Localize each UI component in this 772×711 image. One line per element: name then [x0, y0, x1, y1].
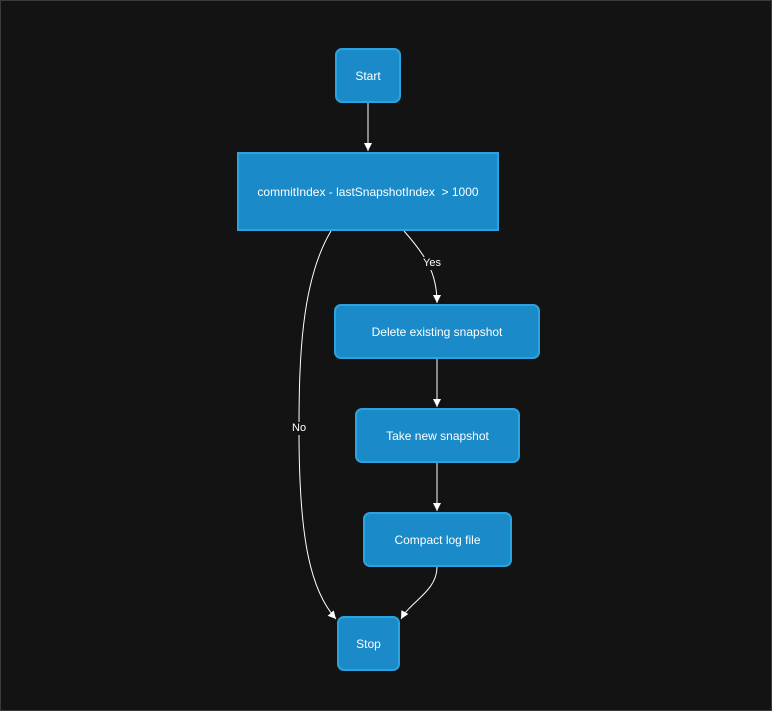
take-snapshot-node[interactable]: Take new snapshot — [355, 408, 520, 463]
start-node[interactable]: Start — [335, 48, 401, 103]
edge-label-no: No — [291, 422, 308, 435]
delete-snapshot-label: Delete existing snapshot — [371, 324, 503, 339]
edge-compact-to-stop — [400, 566, 438, 620]
stop-node[interactable]: Stop — [337, 616, 400, 671]
compact-log-label: Compact log file — [394, 532, 481, 547]
take-snapshot-label: Take new snapshot — [386, 428, 489, 443]
delete-snapshot-node[interactable]: Delete existing snapshot — [334, 304, 540, 359]
compact-log-node[interactable]: Compact log file — [363, 512, 512, 567]
start-node-label: Start — [355, 68, 381, 83]
condition-node[interactable]: commitIndex - lastSnapshotIndex > 1000 — [237, 152, 499, 231]
edge-label-yes: Yes — [422, 257, 442, 270]
condition-node-label: commitIndex - lastSnapshotIndex > 1000 — [257, 184, 479, 199]
stop-node-label: Stop — [356, 636, 381, 651]
